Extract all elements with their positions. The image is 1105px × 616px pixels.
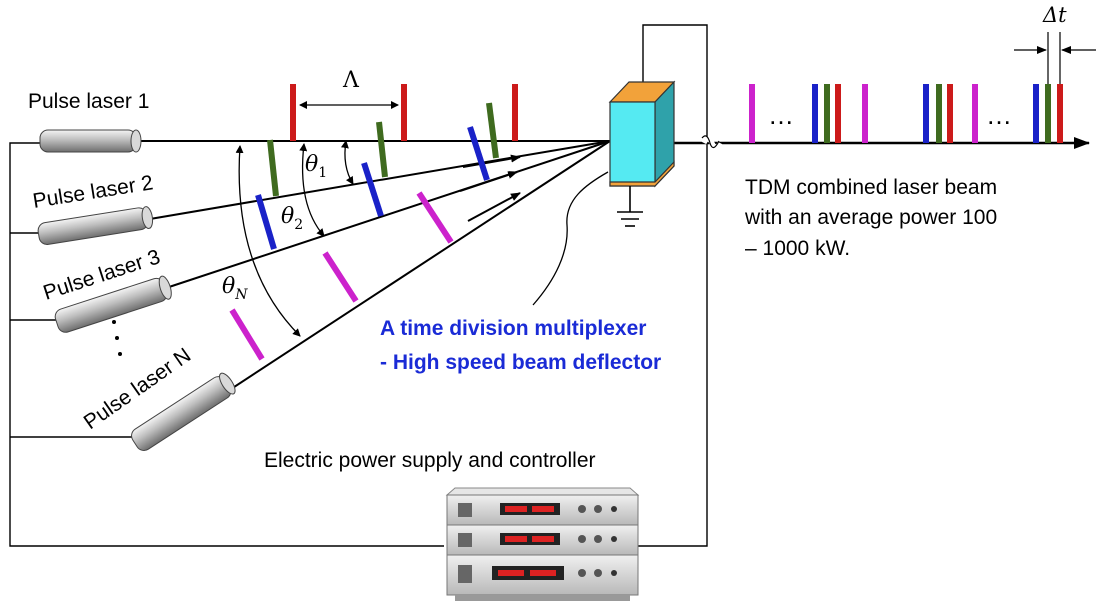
angle-labels: θ1 θ2 θN bbox=[222, 152, 327, 303]
laser-head-3 bbox=[54, 275, 172, 333]
output-label-line1: TDM combined laser beam bbox=[745, 176, 997, 199]
output-pulses: … … bbox=[749, 84, 1063, 143]
vertical-ellipsis bbox=[112, 320, 122, 356]
label-pointer bbox=[532, 171, 609, 306]
laser-heads bbox=[37, 129, 236, 451]
delta-t-symbol: Δt bbox=[1042, 3, 1067, 27]
pulse bbox=[255, 194, 277, 250]
ellipsis-1: … bbox=[768, 100, 794, 130]
pulse bbox=[486, 102, 499, 159]
rack-unit bbox=[446, 554, 639, 596]
laser-head-n bbox=[131, 372, 236, 451]
pulse bbox=[361, 162, 384, 217]
pulse bbox=[416, 191, 454, 244]
rack-unit bbox=[446, 524, 639, 556]
pulse bbox=[376, 121, 388, 178]
angle-arcs bbox=[235, 140, 354, 337]
laser-head-1 bbox=[39, 129, 142, 153]
output-label-line3: – 1000 kW. bbox=[745, 237, 850, 260]
beam-line-3 bbox=[165, 140, 611, 289]
beam-arrow-2 bbox=[462, 154, 521, 168]
laser-label-1: Pulse laser 1 bbox=[28, 90, 149, 113]
deflector-front bbox=[609, 101, 656, 187]
period-symbol: Λ bbox=[342, 68, 360, 93]
beam-line-n bbox=[227, 140, 611, 392]
multiplexer-label-line2: - High speed beam deflector bbox=[380, 351, 661, 374]
beam-line-2 bbox=[149, 140, 611, 220]
wiring bbox=[9, 24, 708, 547]
multiplexer-label: A time division multiplexer - High speed… bbox=[380, 317, 661, 374]
power-supply-label: Electric power supply and controller bbox=[264, 449, 596, 472]
beam-arrow-n bbox=[467, 192, 521, 222]
ellipsis-2: … bbox=[986, 100, 1012, 130]
laser1-pulses bbox=[290, 84, 518, 141]
thetan-arc bbox=[235, 145, 301, 337]
thetan-label: θN bbox=[222, 274, 248, 303]
pulse bbox=[267, 139, 279, 197]
delta-t-indicator bbox=[1014, 32, 1096, 84]
multiplexer-deflector bbox=[608, 80, 676, 188]
laser-label-2: Pulse laser 2 bbox=[31, 171, 155, 213]
theta2-arc bbox=[299, 143, 325, 237]
laser3-pulses bbox=[255, 126, 490, 250]
deflector-base bbox=[609, 160, 675, 187]
output-label-line2: with an average power 100 bbox=[744, 206, 997, 229]
theta2-label: θ2 bbox=[281, 204, 303, 233]
rack-unit bbox=[446, 494, 639, 526]
beam-arrow-3 bbox=[459, 171, 518, 192]
multiplexer-label-line1: A time division multiplexer bbox=[380, 317, 646, 340]
pulse bbox=[322, 251, 359, 303]
beam-lines bbox=[140, 135, 1090, 392]
ground-symbol bbox=[617, 186, 643, 227]
laser-head-2 bbox=[37, 206, 154, 245]
power-supply-rack bbox=[445, 487, 640, 601]
period-indicator: Λ bbox=[299, 68, 399, 109]
beam-break bbox=[701, 136, 723, 150]
theta1-arc bbox=[340, 140, 354, 185]
pulse bbox=[467, 126, 490, 181]
output-label: TDM combined laser beam with an average … bbox=[744, 176, 997, 260]
pulse bbox=[229, 308, 265, 361]
theta1-label: θ1 bbox=[305, 152, 327, 181]
